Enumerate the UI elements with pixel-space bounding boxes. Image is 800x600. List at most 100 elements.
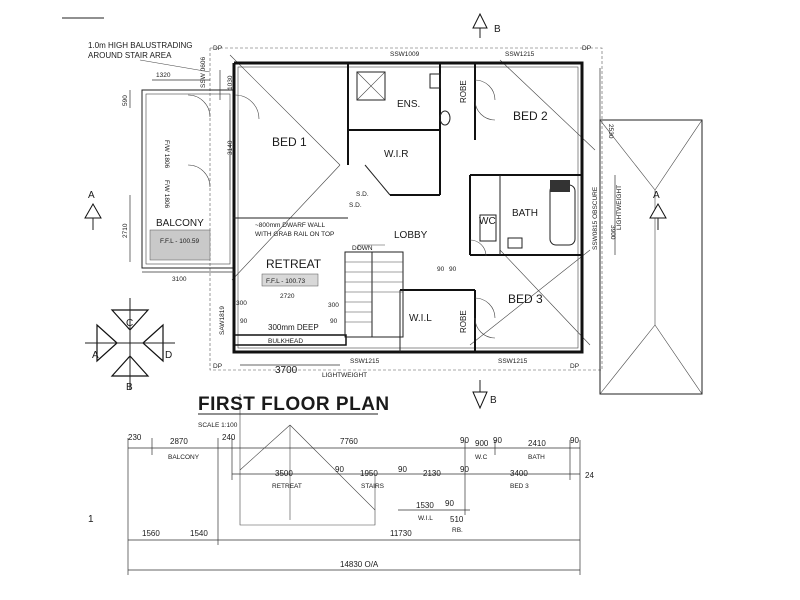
dim-1030: 1030 — [227, 75, 234, 90]
balcony-ffl: F.F.L - 100.59 — [160, 238, 200, 245]
room-retreat: RETREAT — [266, 257, 322, 271]
dim-3100: 3100 — [172, 276, 187, 283]
dim-3700: 3700 — [275, 365, 298, 376]
lightweight-bottom: LIGHTWEIGHT — [322, 372, 367, 379]
dim-2530: 2530 — [607, 124, 614, 139]
dim-3900: 3900 — [609, 225, 616, 240]
bottom-dimension-lines — [127, 438, 581, 575]
balcony-area — [141, 89, 235, 269]
dim-230: 230 — [128, 433, 142, 442]
window-top-left: SSW1009 — [390, 51, 420, 58]
dim-11730: 11730 — [390, 529, 412, 538]
section-marker-b-top — [472, 12, 488, 38]
dim-2720: 2720 — [280, 293, 295, 300]
room-wc: WC — [479, 216, 496, 227]
dim-3400: 3400 — [510, 469, 528, 478]
dim-overall: 14830 O/A — [340, 560, 379, 569]
compass-a: A — [92, 350, 99, 361]
dwarf-wall-note-1: ~800mm DWARF WALL — [255, 222, 326, 229]
section-b-bottom-label: B — [490, 395, 497, 406]
dim-retreat-label: RETREAT — [272, 483, 302, 490]
balustrade-note-line1: 1.0m HIGH BALUSTRADING — [88, 41, 192, 50]
room-bed2: BED 2 — [513, 109, 548, 123]
downpipe-br: DP — [570, 363, 579, 370]
dim-900: 900 — [475, 439, 489, 448]
dim-wc-label: W.C — [475, 454, 488, 461]
section-b-top-label: B — [494, 24, 501, 35]
downpipe-bl: DP — [213, 363, 222, 370]
dim-bath-label: BATH — [528, 454, 545, 461]
plan-scale: SCALE 1:100 — [198, 422, 238, 429]
bulkhead-note-2: BULKHEAD — [268, 338, 303, 345]
dim-510: 510 — [450, 515, 464, 524]
wet-area-fixtures — [356, 71, 576, 249]
exterior-walls — [232, 61, 584, 354]
dim-rb-label: RB. — [452, 527, 463, 534]
dim-stairs-label: STAIRS — [361, 483, 385, 490]
dim-90a: 90 — [240, 318, 248, 325]
room-bed3: BED 3 — [508, 292, 543, 306]
dim-2870: 2870 — [170, 437, 188, 446]
room-robe-top: ROBE — [459, 80, 468, 103]
door-swings — [187, 79, 496, 339]
window-fw1: F/W 1806 — [163, 140, 170, 169]
section-marker-a-right — [649, 202, 667, 230]
dim-90-6: 90 — [460, 465, 469, 474]
dim-90-5: 90 — [398, 465, 407, 474]
window-left: SAW1819 — [219, 306, 226, 335]
compass-c: C — [126, 318, 133, 329]
dim-3140: 3140 — [227, 140, 234, 155]
dim-90-3: 90 — [570, 436, 579, 445]
section-marker-b-bottom — [472, 380, 488, 410]
dim-90-4: 90 — [335, 465, 344, 474]
dim-bed3-label: BED 3 — [510, 483, 529, 490]
dim-1320: 1320 — [156, 72, 171, 79]
window-bottom-right: SSW1215 — [498, 358, 528, 365]
dim-90d: 90 — [449, 266, 457, 273]
dim-1560: 1560 — [142, 529, 160, 538]
dim-1530: 1530 — [416, 501, 434, 510]
dim-3500: 3500 — [275, 469, 293, 478]
dim-240: 240 — [222, 433, 236, 442]
dim-90b: 90 — [330, 318, 338, 325]
window-ssw-small: SSW 0606 — [200, 57, 207, 88]
room-bath: BATH — [512, 208, 538, 219]
room-wir: W.I.R — [384, 149, 408, 160]
dim-1540: 1540 — [190, 529, 208, 538]
retreat-ffl: F.F.L - 100.73 — [266, 278, 306, 285]
dim-7760: 7760 — [340, 437, 358, 446]
balustrade-note-line2: AROUND STAIR AREA — [88, 51, 172, 60]
window-top-right: SSW1215 — [505, 51, 535, 58]
page-marker: 1 — [88, 514, 94, 525]
room-wil: W.I.L — [409, 313, 432, 324]
bulkhead-note-1: 300mm DEEP — [268, 323, 319, 332]
dim-590: 590 — [122, 95, 129, 106]
section-marker-a-left — [84, 202, 102, 230]
balcony-label: BALCONY — [156, 218, 204, 229]
dim-2410: 2410 — [528, 439, 546, 448]
dim-wil-label: W.I.L — [418, 515, 433, 522]
inner-dimension-lines — [129, 68, 616, 366]
room-ens: ENS. — [397, 99, 420, 110]
dim-90-7: 90 — [445, 499, 454, 508]
dim-90c: 90 — [437, 266, 445, 273]
window-bottom-left: SSW1215 — [350, 358, 380, 365]
lower-roof-outline — [239, 394, 376, 526]
window-right: SSW0815 OBSCURE — [592, 186, 599, 250]
section-a-left-label: A — [88, 190, 95, 201]
window-fw2: F/W 1806 — [163, 180, 170, 209]
dim-300b: 300 — [328, 302, 339, 309]
dim-balcony-label: BALCONY — [168, 454, 200, 461]
dim-24: 24 — [585, 471, 594, 480]
dim-1950: 1950 — [360, 469, 378, 478]
smoke-detector-1: S.D. — [356, 191, 369, 198]
room-robe-bottom: ROBE — [459, 310, 468, 333]
dim-300a: 300 — [236, 300, 247, 307]
compass-d: D — [165, 350, 172, 361]
smoke-detector-2: S.D. — [349, 202, 362, 209]
downpipe-tr: DP — [582, 45, 591, 52]
stairs-down-label: DOWN — [352, 245, 373, 252]
dim-90-1: 90 — [460, 436, 469, 445]
dim-90-2: 90 — [493, 436, 502, 445]
